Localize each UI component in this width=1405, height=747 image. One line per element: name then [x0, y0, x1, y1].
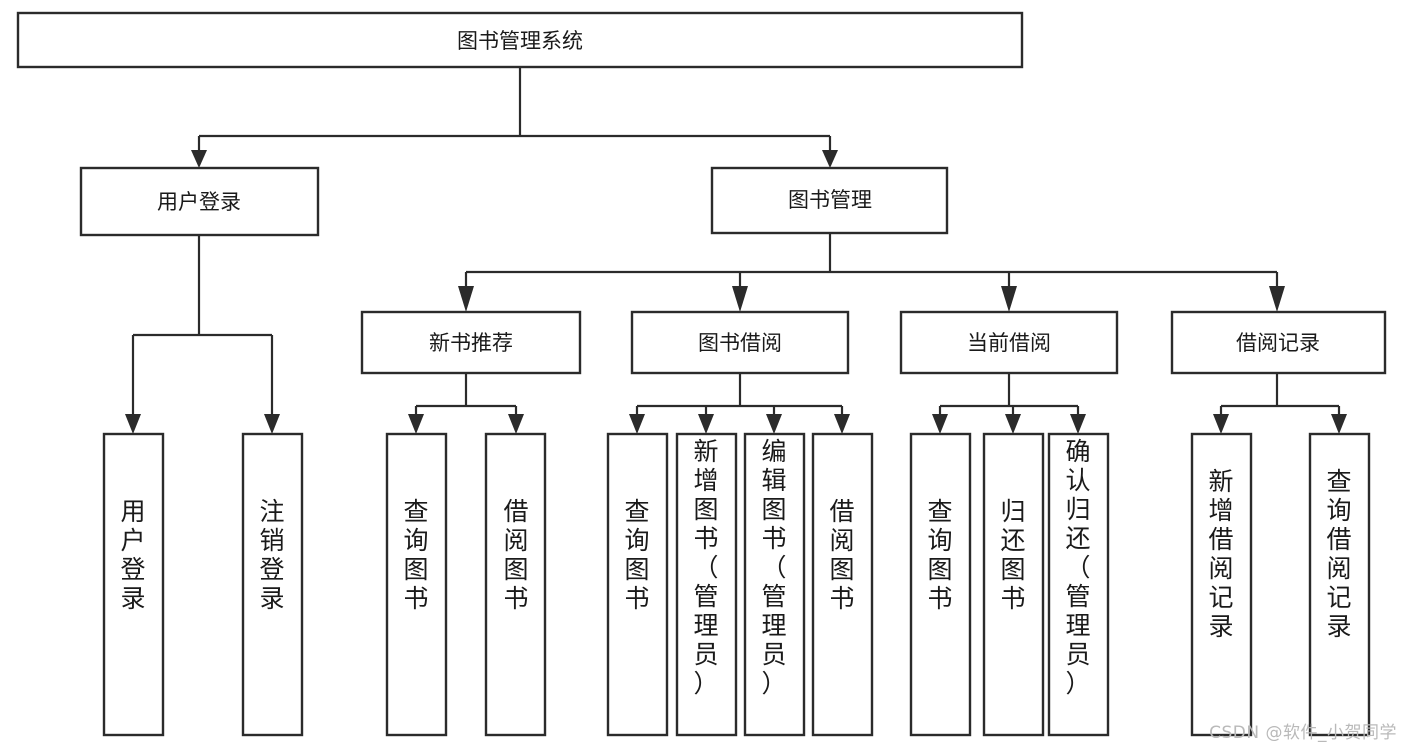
leaf-borrow-book-2-label: 借阅图书 [829, 497, 854, 613]
leaf-return-book-label: 归还图书 [1000, 497, 1025, 613]
arrowhead-current-borrow [1001, 286, 1017, 312]
leaf-add-borrow-record-label: 新增借阅记录 [1208, 467, 1233, 641]
leaf-edit-book-admin-label: 编辑图书（管理员） [761, 437, 786, 698]
arrowhead-borrow-record [1269, 286, 1285, 312]
leaf-query-borrow-record-box[interactable] [1308, 432, 1371, 737]
leaf-query-borrow-record-label: 查询借阅记录 [1326, 467, 1351, 641]
leaf-query-book-3-label: 查询图书 [927, 497, 952, 613]
node-new-book-recommend[interactable]: 新书推荐 [360, 310, 582, 375]
leaf-query-book-2-box[interactable] [606, 432, 669, 737]
leaf-query-book-3[interactable]: 查询图书 [909, 432, 972, 737]
node-user-login-label: 用户登录 [157, 190, 241, 214]
node-borrow-record-box[interactable] [1170, 310, 1387, 375]
arrowhead-book-manage [822, 150, 838, 168]
node-current-borrow-box[interactable] [899, 310, 1119, 375]
node-book-manage[interactable]: 图书管理 [710, 166, 949, 235]
node-root-box[interactable] [16, 11, 1024, 69]
arrowhead-user-login [191, 150, 207, 168]
node-book-manage-box[interactable] [710, 166, 949, 235]
arrowhead-leaf-query-book-1 [408, 414, 424, 434]
leaf-add-borrow-record-box[interactable] [1190, 432, 1253, 737]
node-current-borrow-label: 当前借阅 [967, 331, 1051, 355]
node-root[interactable]: 图书管理系统 [16, 11, 1024, 69]
arrowhead-leaf-edit-book-admin [766, 414, 782, 434]
leaf-add-book-admin-label: 新增图书（管理员） [693, 437, 718, 698]
leaf-borrow-book-1-box[interactable] [484, 432, 547, 737]
leaf-borrow-book-1-label: 借阅图书 [503, 497, 528, 613]
node-root-label: 图书管理系统 [457, 29, 583, 53]
leaf-add-borrow-record[interactable]: 新增借阅记录 [1190, 432, 1253, 737]
leaf-borrow-book-2[interactable]: 借阅图书 [811, 432, 874, 737]
leaf-user-logout-box[interactable] [241, 432, 304, 737]
leaf-borrow-book-2-box[interactable] [811, 432, 874, 737]
leaf-user-login-box[interactable] [102, 432, 165, 737]
leaf-user-logout[interactable]: 注销登录 [241, 432, 304, 737]
leaf-return-book-box[interactable] [982, 432, 1045, 737]
leaf-add-book-admin[interactable]: 新增图书（管理员） [675, 432, 738, 737]
arrowhead-leaf-query-borrow-record [1331, 414, 1347, 434]
connector-layer [125, 67, 1347, 434]
arrowhead-leaf-user-logout [264, 414, 280, 434]
node-current-borrow[interactable]: 当前借阅 [899, 310, 1119, 375]
node-book-manage-label: 图书管理 [788, 188, 872, 212]
arrowhead-book-borrow [732, 286, 748, 312]
arrowhead-leaf-add-borrow-record [1213, 414, 1229, 434]
leaf-query-book-1-label: 查询图书 [403, 497, 428, 613]
arrowhead-leaf-query-book-2 [629, 414, 645, 434]
arrowhead-leaf-borrow-book-2 [834, 414, 850, 434]
arrowhead-leaf-user-login [125, 414, 141, 434]
node-book-borrow[interactable]: 图书借阅 [630, 310, 850, 375]
leaf-query-book-2-label: 查询图书 [624, 497, 649, 613]
leaf-query-book-2[interactable]: 查询图书 [606, 432, 669, 737]
leaf-add-book-admin-box[interactable] [675, 432, 738, 737]
leaf-user-logout-label: 注销登录 [259, 497, 284, 613]
node-book-borrow-label: 图书借阅 [698, 331, 782, 355]
leaf-borrow-book-1[interactable]: 借阅图书 [484, 432, 547, 737]
node-new-book-recommend-box[interactable] [360, 310, 582, 375]
leaf-confirm-return-admin-box[interactable] [1047, 432, 1110, 737]
arrowhead-leaf-confirm-return-admin [1070, 414, 1086, 434]
leaf-confirm-return-admin[interactable]: 确认归还（管理员） [1047, 432, 1110, 737]
arrowhead-new-book-recommend [458, 286, 474, 312]
node-new-book-recommend-label: 新书推荐 [429, 331, 513, 355]
leaf-edit-book-admin-box[interactable] [743, 432, 806, 737]
node-borrow-record-label: 借阅记录 [1236, 331, 1320, 355]
leaf-confirm-return-admin-label: 确认归还（管理员） [1065, 437, 1090, 698]
arrowhead-leaf-return-book [1005, 414, 1021, 434]
leaf-edit-book-admin[interactable]: 编辑图书（管理员） [743, 432, 806, 737]
leaf-query-book-1-box[interactable] [385, 432, 448, 737]
arrowhead-leaf-query-book-3 [932, 414, 948, 434]
node-book-borrow-box[interactable] [630, 310, 850, 375]
node-user-login-box[interactable] [79, 166, 320, 237]
arrowhead-leaf-borrow-book-1 [508, 414, 524, 434]
leaf-user-login-label: 用户登录 [120, 497, 145, 613]
arrowhead-leaf-add-book-admin [698, 414, 714, 434]
node-user-login[interactable]: 用户登录 [79, 166, 320, 237]
leaf-query-book-1[interactable]: 查询图书 [385, 432, 448, 737]
leaf-query-borrow-record[interactable]: 查询借阅记录 [1308, 432, 1371, 737]
node-borrow-record[interactable]: 借阅记录 [1170, 310, 1387, 375]
leaf-user-login[interactable]: 用户登录 [102, 432, 165, 737]
leaf-return-book[interactable]: 归还图书 [982, 432, 1045, 737]
leaf-query-book-3-box[interactable] [909, 432, 972, 737]
